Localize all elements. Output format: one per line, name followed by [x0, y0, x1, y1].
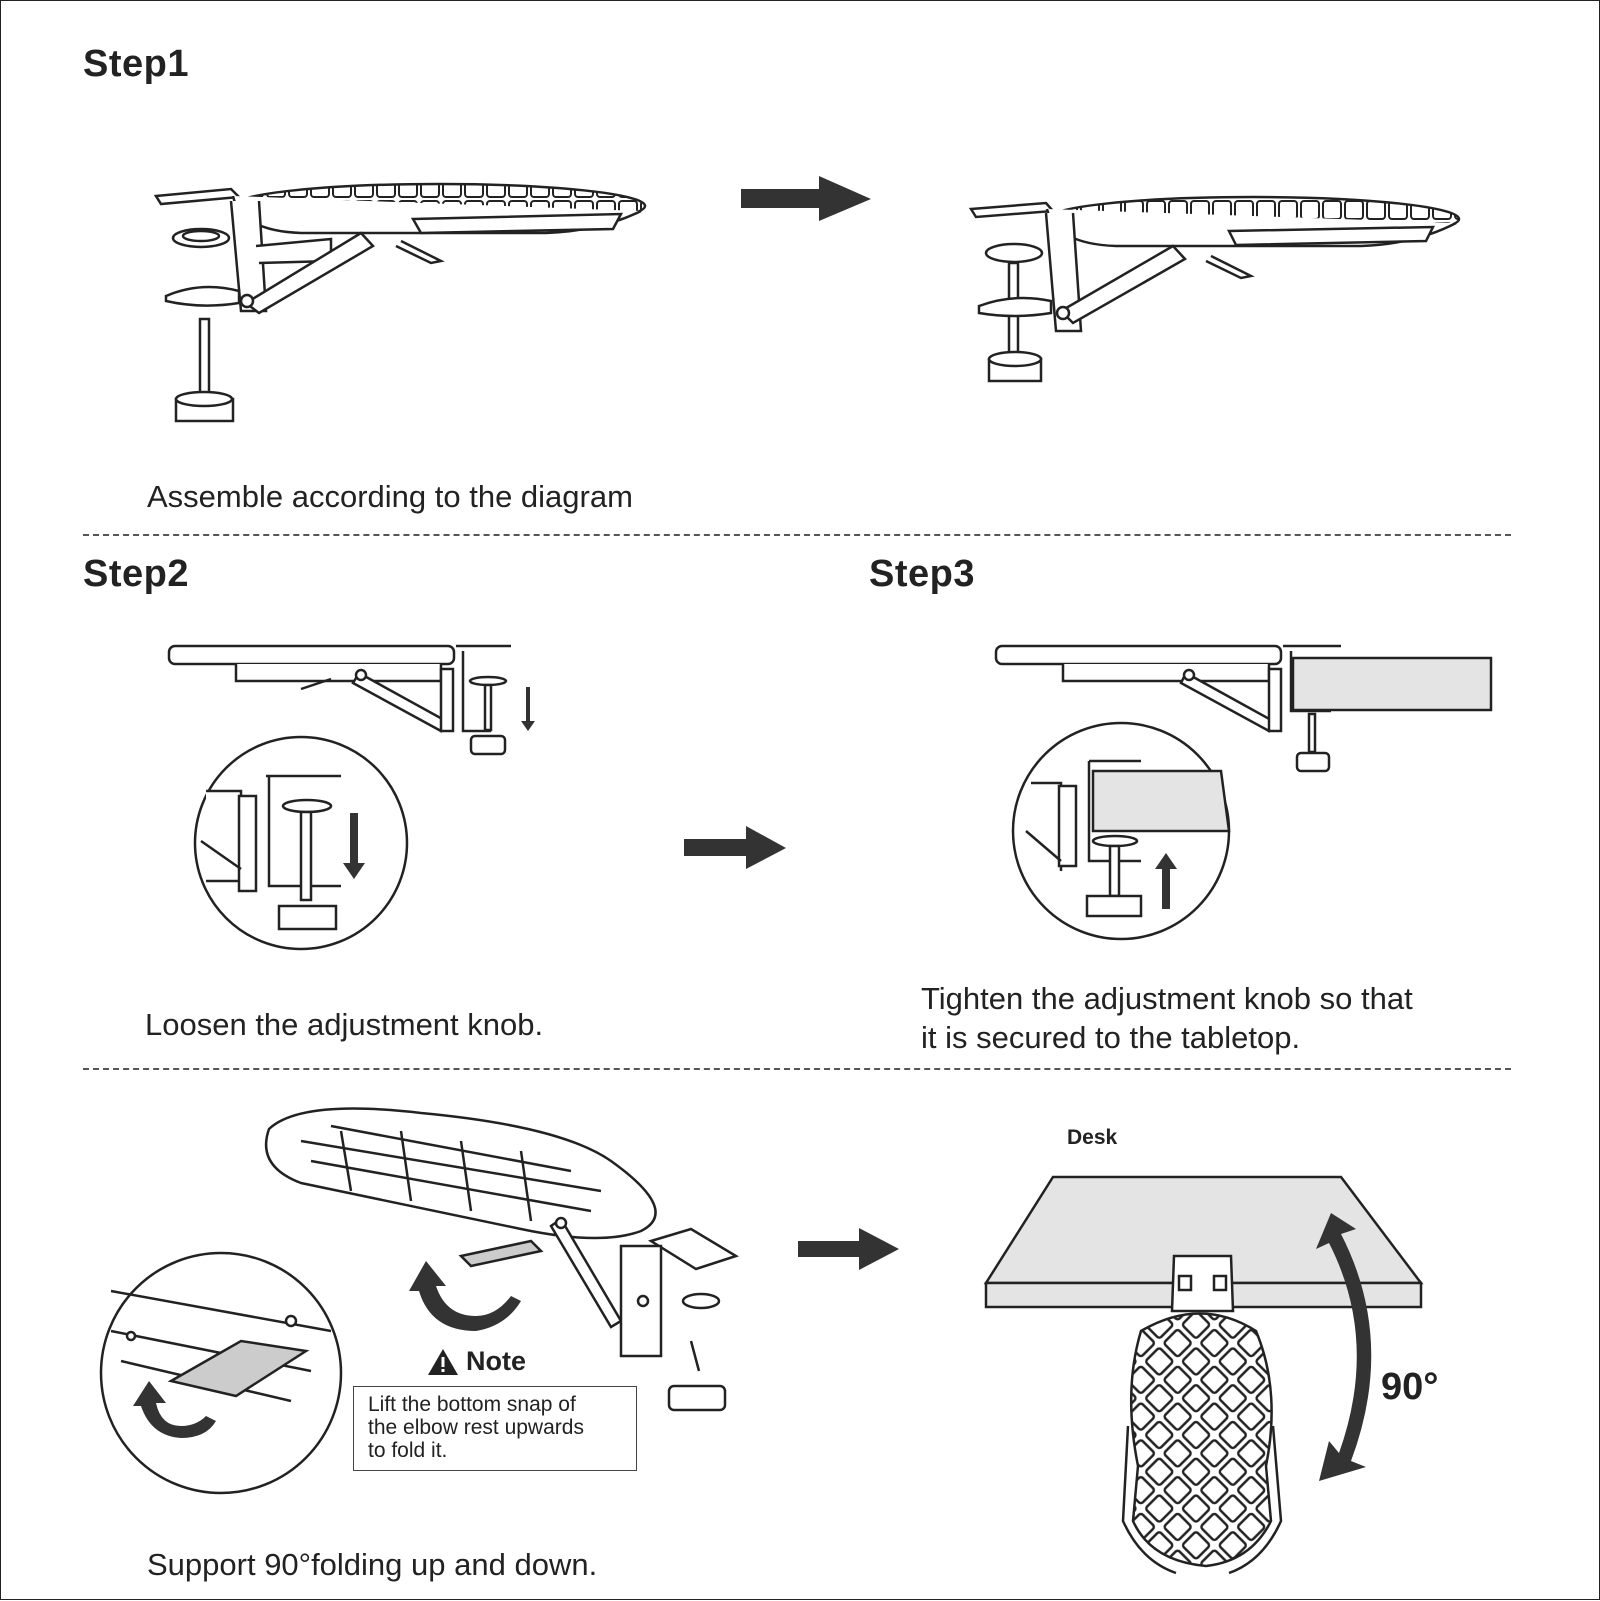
step3-caption-line-2: it is secured to the tabletop. [921, 1020, 1301, 1055]
step3-armrest-side [994, 644, 1493, 773]
step1-armrest-exploded [153, 182, 647, 423]
step3-zoom-circle [1011, 721, 1231, 941]
step2-zoom-down-arrow-icon [343, 813, 365, 879]
angle-label: 90° [1381, 1366, 1439, 1408]
fold-zoom-circle [99, 1251, 343, 1495]
fold-zoom-rotate-arrow-icon [133, 1381, 216, 1438]
step1-title: Step1 [83, 43, 189, 85]
divider-2 [83, 1068, 1511, 1070]
warning-triangle-icon [428, 1348, 458, 1375]
fold-armrest-underside [264, 1107, 739, 1412]
note-line-2: the elbow rest upwards [368, 1416, 584, 1439]
step3-zoom-up-arrow-icon [1155, 853, 1177, 909]
step2-armrest-side [167, 644, 511, 756]
fold-caption: Support 90°folding up and down. [147, 1547, 598, 1582]
step1-armrest-assembled [968, 195, 1461, 383]
note-line-3: to fold it. [368, 1439, 448, 1462]
fold-arrow-icon [798, 1228, 899, 1270]
step2-zoom-circle [193, 735, 409, 951]
step3-caption-line-1: Tighten the adjustment knob so that [921, 981, 1413, 1016]
step2-small-down-arrow-icon [521, 687, 535, 731]
step3-title: Step3 [869, 553, 975, 595]
step2-title: Step2 [83, 553, 189, 595]
divider-1 [83, 534, 1511, 536]
step3-caption: Tighten the adjustment knob so that it i… [921, 979, 1413, 1057]
step1-caption: Assemble according to the diagram [147, 479, 633, 514]
fold-angle-arrow-icon [1316, 1213, 1372, 1481]
note-title: Note [466, 1346, 526, 1376]
note-box: Lift the bottom snap of the elbow rest u… [353, 1386, 637, 1471]
step2-arrow-icon [684, 826, 786, 869]
desk-illustration [983, 1175, 1424, 1575]
desk-label: Desk [1067, 1126, 1118, 1149]
step2-caption: Loosen the adjustment knob. [145, 1007, 544, 1042]
note-line-1: Lift the bottom snap of [368, 1393, 576, 1416]
fold-rotate-arrow-icon [409, 1261, 521, 1331]
note-heading: Note [426, 1346, 526, 1377]
step1-arrow-icon [741, 176, 871, 221]
